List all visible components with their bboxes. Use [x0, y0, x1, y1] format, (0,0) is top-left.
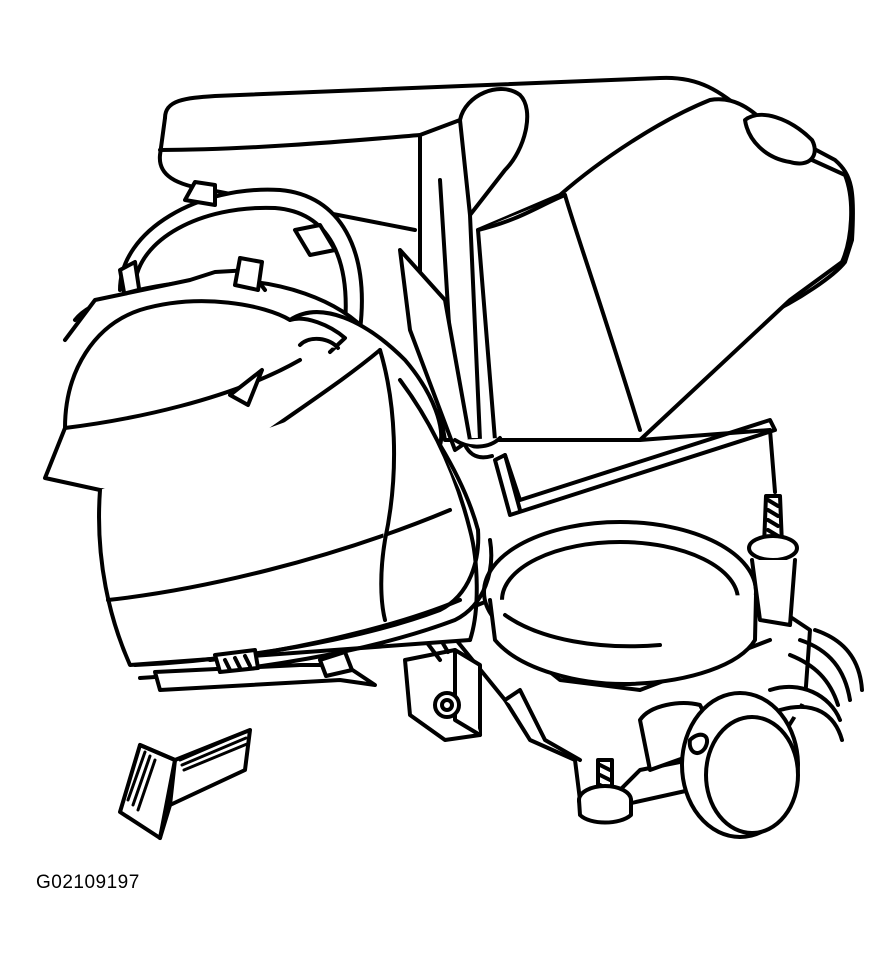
- front-direction-arrow-icon: [118, 728, 252, 840]
- figure-code: G02109197: [36, 872, 140, 893]
- lower-shell: [97, 348, 480, 667]
- hose-clamp-screw: [153, 648, 377, 692]
- right-duct-box: [476, 97, 854, 442]
- lower-bracket: [503, 428, 777, 512]
- wiring-harness: [788, 628, 864, 707]
- sensor-stud: [747, 494, 799, 627]
- mounting-bolt: [577, 758, 633, 825]
- throttle-bore: [482, 520, 758, 687]
- bracket-frame: [398, 248, 777, 517]
- iac-valve: [638, 684, 844, 839]
